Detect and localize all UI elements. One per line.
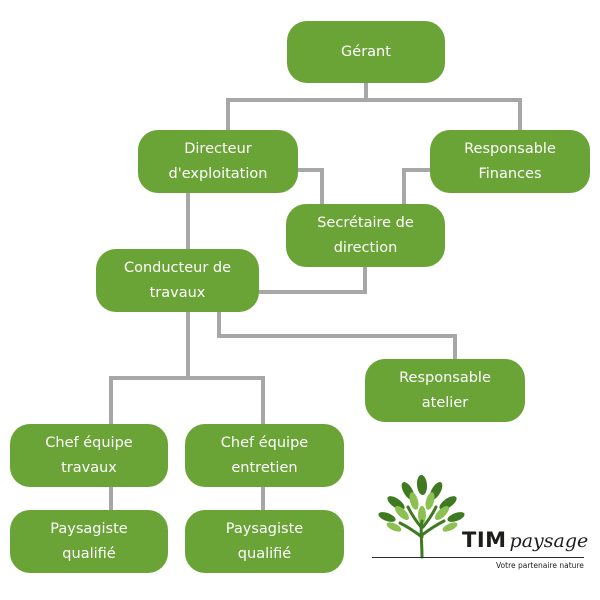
node-finances-line-2: Finances [478, 165, 542, 182]
node-secretaire-line-1: Secrétaire de [317, 214, 414, 231]
edge-secretaire-conducteur [259, 267, 367, 294]
node-secretaire-direction: Secrétaire de direction [286, 204, 445, 267]
node-paysagiste-qualifie-1: Paysagiste qualifié [10, 510, 168, 573]
node-atelier-line-1: Responsable [399, 369, 491, 386]
edge-conducteur-atelier [217, 312, 457, 359]
node-responsable-finances: Responsable Finances [430, 130, 590, 193]
edge-directeur-secretaire [298, 168, 324, 204]
edge-gerant-finances [366, 98, 522, 130]
edge-gerant-directeur [226, 83, 368, 130]
edge-finances-secretaire [402, 168, 430, 204]
node-directeur-exploitation: Directeur d'exploitation [138, 130, 298, 193]
tree-icon [378, 475, 465, 559]
node-directeur-line-1: Directeur [184, 140, 252, 157]
logo-brand-text: TIM [462, 528, 507, 552]
node-finances-line-1: Responsable [464, 140, 556, 157]
node-gerant-line-1: Gérant [341, 43, 391, 60]
node-paysagiste-1-line-1: Paysagiste [50, 520, 128, 537]
edge-conducteur-chefs [109, 312, 265, 424]
logo-underline [372, 557, 584, 558]
logo-tagline: Votre partenaire nature [496, 561, 584, 570]
node-secretaire-line-2: direction [333, 239, 398, 256]
node-paysagiste-1-line-2: qualifié [62, 545, 116, 562]
node-responsable-atelier: Responsable atelier [365, 359, 525, 422]
node-chef-equipe-entretien: Chef équipe entretien [185, 424, 344, 487]
node-conducteur-travaux: Conducteur de travaux [96, 249, 259, 312]
node-chef-travaux-line-2: travaux [61, 459, 117, 476]
node-chef-entretien-line-2: entretien [231, 459, 298, 476]
node-atelier-line-2: atelier [421, 394, 469, 411]
node-chef-equipe-travaux: Chef équipe travaux [10, 424, 168, 487]
node-conducteur-line-1: Conducteur de [123, 259, 232, 276]
node-chef-travaux-line-1: Chef équipe [45, 434, 133, 451]
node-conducteur-line-2: travaux [149, 284, 206, 301]
node-paysagiste-2-line-1: Paysagiste [225, 520, 304, 537]
logo-brand-suffix: paysage [509, 530, 589, 552]
node-paysagiste-qualifie-2: Paysagiste qualifié [185, 510, 344, 573]
node-gerant: Gérant [287, 21, 445, 83]
node-directeur-line-2: d'exploitation [168, 165, 268, 182]
node-paysagiste-2-line-2: qualifié [237, 545, 292, 562]
node-chef-entretien-line-1: Chef équipe [220, 434, 309, 451]
